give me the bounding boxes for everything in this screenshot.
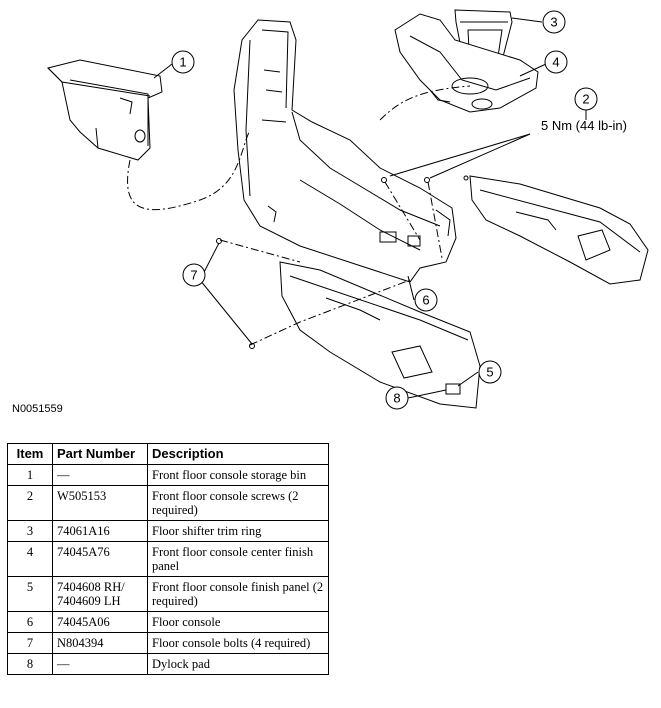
callout-8-label: 8 [393, 391, 400, 406]
row-description: Front floor console screws (2 required) [147, 485, 329, 521]
callout-5-label: 5 [486, 365, 493, 380]
row-part-number: — [52, 464, 148, 486]
row-description: Front floor console finish panel (2 requ… [147, 576, 329, 612]
table-row: 8 — Dylock pad [7, 653, 329, 675]
header-description: Description [147, 443, 329, 465]
storage-bin-drawing [47, 59, 163, 161]
row-item: 3 [7, 520, 53, 542]
row-item: 7 [7, 632, 53, 654]
callout-3 [542, 10, 566, 34]
figure-id: N0051559 [12, 403, 63, 415]
row-description: Floor console [147, 611, 329, 633]
row-item: 5 [7, 576, 53, 612]
callout-7 [182, 263, 206, 287]
row-description: Front floor console storage bin [147, 464, 329, 486]
row-part-number: 74045A76 [52, 541, 148, 577]
torque-spec-label: 5 Nm (44 lb-in) [541, 118, 627, 133]
table-row: 5 7404608 RH/ 7404609 LH Front floor con… [7, 576, 329, 612]
callout-2 [574, 87, 598, 111]
table-row: 3 74061A16 Floor shifter trim ring [7, 520, 329, 542]
center-finish-panel-drawing [394, 13, 539, 113]
table-header-row: Item Part Number Description [7, 443, 329, 465]
leader-lines [153, 17, 587, 399]
header-part-number: Part Number [52, 443, 148, 465]
callout-6 [414, 288, 438, 312]
row-description: Floor shifter trim ring [147, 520, 329, 542]
row-item: 6 [7, 611, 53, 633]
floor-console-drawing [233, 19, 457, 283]
row-item: 8 [7, 653, 53, 675]
rh-finish-panel-drawing [469, 175, 649, 285]
row-item: 2 [7, 485, 53, 521]
table-row: 1 — Front floor console storage bin [7, 464, 329, 486]
table-row: 2 W505153 Front floor console screws (2 … [7, 485, 329, 521]
row-part-number: 74061A16 [52, 520, 148, 542]
callout-7-label: 7 [190, 268, 197, 283]
row-item: 4 [7, 541, 53, 577]
row-part-number: 7404608 RH/ 7404609 LH [52, 576, 148, 612]
lh-finish-panel-drawing [279, 261, 481, 409]
callout-8 [385, 386, 409, 410]
callout-4 [544, 50, 568, 74]
table-row: 6 74045A06 Floor console [7, 611, 329, 633]
table-row: 7 N804394 Floor console bolts (4 require… [7, 632, 329, 654]
row-item: 1 [7, 464, 53, 486]
row-description: Front floor console center finish panel [147, 541, 329, 577]
callout-3-label: 3 [550, 15, 557, 30]
header-item: Item [7, 443, 53, 465]
callout-2-label: 2 [582, 92, 589, 107]
parts-table: Item Part Number Description 1 — Front f… [7, 443, 329, 675]
row-part-number: N804394 [52, 632, 148, 654]
callout-1-label: 1 [179, 55, 186, 70]
callout-4-label: 4 [552, 55, 559, 70]
row-part-number: W505153 [52, 485, 148, 521]
row-description: Floor console bolts (4 required) [147, 632, 329, 654]
callout-1 [171, 50, 195, 74]
exploded-view-diagram: 1 2 3 4 5 6 7 8 5 Nm (44 lb-in) [47, 9, 649, 410]
callout-5 [478, 360, 502, 384]
row-part-number: 74045A06 [52, 611, 148, 633]
callout-6-label: 6 [422, 293, 429, 308]
row-part-number: — [52, 653, 148, 675]
row-description: Dylock pad [147, 653, 329, 675]
table-row: 4 74045A76 Front floor console center fi… [7, 541, 329, 577]
assembly-lines [127, 85, 471, 346]
